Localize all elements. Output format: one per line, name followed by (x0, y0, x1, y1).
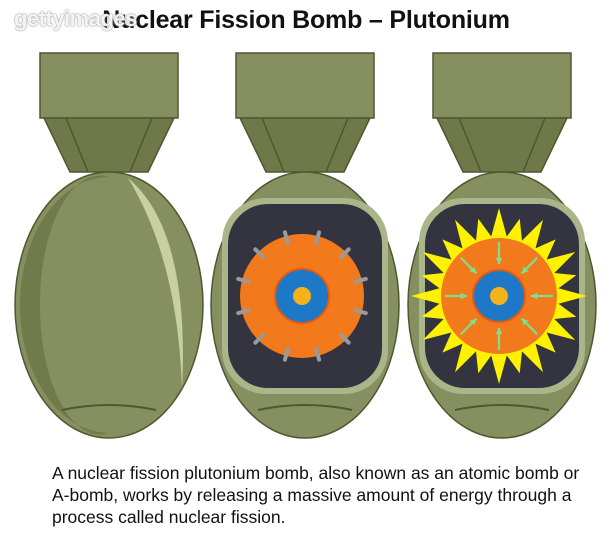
implosion-arrow (495, 328, 503, 350)
detonator (236, 276, 251, 284)
bomb-exterior (14, 52, 204, 439)
detonator (314, 230, 322, 245)
implosion-arrow (460, 317, 478, 335)
body-highlight (128, 178, 183, 390)
detonator (282, 230, 290, 245)
tail-fin (432, 52, 572, 119)
detonator (338, 332, 351, 345)
implosion-arrow (445, 292, 467, 300)
implosion-arrow (520, 317, 538, 335)
detonator (253, 247, 266, 260)
tail-cone (238, 117, 372, 173)
implosion-arrows (445, 242, 553, 350)
nose-band (257, 404, 353, 411)
detonator (236, 308, 251, 316)
tail-fin (235, 52, 375, 119)
detonator (282, 347, 290, 362)
watermark-logo: gettyimages (14, 6, 137, 31)
detonator (314, 347, 322, 362)
implosion-arrow (495, 242, 503, 264)
implosion-arrow (520, 257, 538, 275)
detonator (353, 308, 368, 316)
nose-band (61, 404, 157, 411)
tail-cone (42, 117, 176, 173)
caption-text: A nuclear fission plutonium bomb, also k… (52, 463, 580, 527)
body-shadow (20, 175, 109, 435)
implosion-arrow (531, 292, 553, 300)
detonator (353, 276, 368, 284)
plutonium-core (490, 287, 508, 305)
bomb-implosion (407, 52, 597, 439)
plutonium-core (293, 287, 311, 305)
bombs-illustration (14, 52, 597, 439)
tail-fin (39, 52, 179, 119)
nose-band (454, 404, 550, 411)
bomb-interior (210, 52, 400, 439)
detonator (338, 247, 351, 260)
implosion-arrow (460, 257, 478, 275)
detonator (253, 332, 266, 345)
bomb-body (14, 171, 204, 439)
detonators (236, 230, 368, 362)
diagram-title: Nuclear Fission Bomb – Plutonium (102, 6, 510, 34)
tail-cone (435, 117, 569, 173)
